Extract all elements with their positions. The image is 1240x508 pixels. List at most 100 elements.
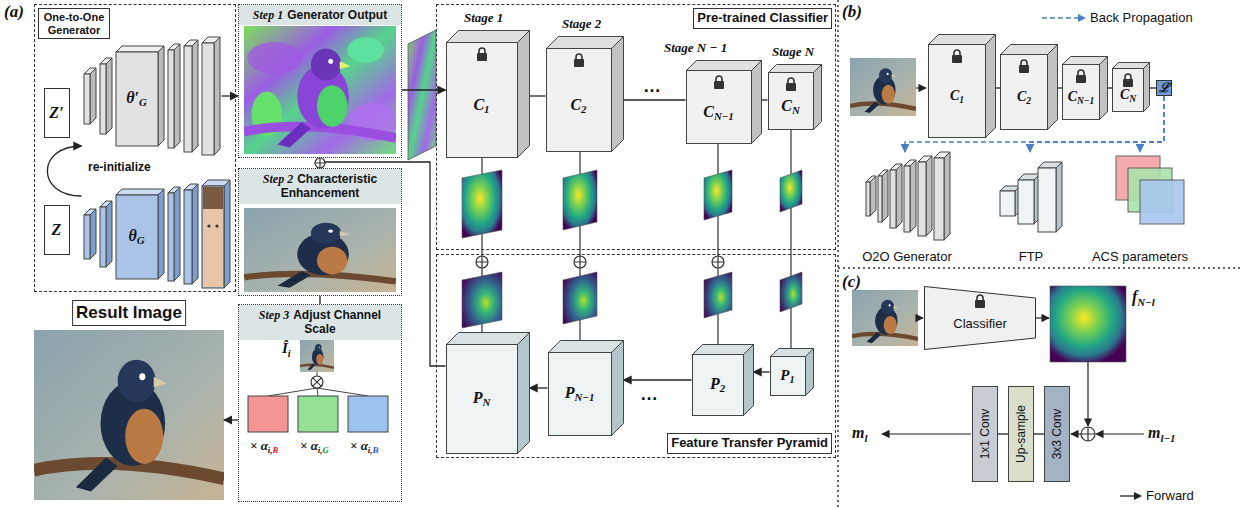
text-group: FTP <box>998 249 1064 264</box>
node-text: N <box>792 104 800 116</box>
connector <box>224 419 238 420</box>
node-text: Z′ <box>49 104 63 121</box>
node-shape <box>1062 56 1108 120</box>
node-text: ℒ <box>1159 80 1170 95</box>
node-text: P <box>780 366 789 382</box>
node-shape <box>770 348 814 396</box>
label: (a) <box>4 2 24 21</box>
node-text: Pre-trained Classifier <box>697 10 828 25</box>
channel-scale <box>248 372 388 432</box>
result-panel: Result Image <box>34 298 224 502</box>
generator-stack: θ′G <box>82 36 222 156</box>
label-group: fN−l <box>1132 288 1155 308</box>
node-shape <box>1000 44 1058 130</box>
step-box: Step 2Characteristic Enhancement <box>238 168 402 296</box>
label-group: … <box>643 76 661 97</box>
node-shape <box>692 344 754 416</box>
node-text: P <box>473 389 483 406</box>
text-group: ℒ <box>1157 81 1171 95</box>
label: i, <box>368 445 373 455</box>
text-group: Result Image <box>72 300 186 326</box>
text-group: Z <box>45 221 69 239</box>
connector <box>402 89 446 90</box>
node-text: C <box>703 103 714 120</box>
classifier-stage: CN−1 <box>686 60 762 144</box>
text-group: C2 <box>1000 89 1048 106</box>
label: (c) <box>842 272 861 291</box>
label: Stage N <box>772 44 814 59</box>
label: Î <box>282 340 288 356</box>
label: (b) <box>842 2 862 21</box>
label: i, <box>318 445 323 455</box>
label: Stage 2 <box>562 16 601 31</box>
text-group: CN <box>768 97 814 117</box>
connector <box>1034 433 1044 434</box>
connector <box>319 296 320 304</box>
text-group: One-to-One Generator <box>38 8 110 39</box>
node-text: θ <box>128 227 136 244</box>
label: B <box>373 445 379 455</box>
pyramid-block: PN <box>446 332 530 454</box>
node-text: FTP <box>1019 249 1044 264</box>
label-group: Stage N − 1 <box>664 40 727 56</box>
label: R <box>273 445 279 455</box>
node-text: Result Image <box>76 303 182 322</box>
node-shape <box>546 36 624 152</box>
text-group: C1 <box>446 96 518 116</box>
node-text: C <box>1120 87 1129 102</box>
label-group: (c) <box>842 272 861 292</box>
connector <box>754 371 770 372</box>
product-symbol <box>311 376 323 388</box>
node-shape <box>852 152 962 264</box>
label: × α <box>350 438 368 453</box>
label-group: ml <box>852 424 867 444</box>
connector <box>624 379 692 380</box>
text-group: O2O Generator <box>852 249 962 264</box>
label-group: Stage 1 <box>464 10 503 26</box>
node-text: 1 <box>959 96 964 106</box>
node-text: G <box>137 234 145 246</box>
label-group: × αi,G <box>300 438 329 455</box>
text-group: CN <box>1112 87 1144 104</box>
node-text: 1x1 Conv <box>978 409 992 460</box>
upsample-block: Up-sample <box>1008 386 1034 482</box>
node-text: Generator Output <box>287 8 387 22</box>
label-group: × αi,R <box>250 438 278 455</box>
pyramid-icon: FTP <box>998 152 1064 264</box>
node-shape <box>82 36 222 156</box>
edge-label: re-initialize <box>86 160 153 174</box>
step-box: Step 1 Generator Output <box>238 4 402 158</box>
node-shape <box>446 30 530 158</box>
label: i, <box>268 445 273 455</box>
legend-text: Back Propagation <box>1090 10 1193 25</box>
node-shape <box>768 64 822 130</box>
node-text: C <box>781 97 792 114</box>
node-text: 3x3 Conv <box>1050 409 1064 460</box>
text-group: 3x3 Conv <box>1050 409 1064 460</box>
node-text: N <box>482 396 490 408</box>
label-group: ml−1 <box>1148 424 1176 444</box>
node-text: C <box>570 96 581 113</box>
connector <box>762 99 768 100</box>
node-shape <box>686 60 762 144</box>
label-group: … <box>640 384 658 405</box>
node-text: ACS parameters <box>1092 249 1188 264</box>
node-text: C <box>1017 89 1026 104</box>
label: f <box>1132 288 1137 305</box>
node-text: C <box>950 88 959 103</box>
label: m <box>1148 424 1160 441</box>
legend-text: Forward <box>1146 488 1194 503</box>
node-text: Step 1 <box>253 8 283 22</box>
feature-maps <box>462 170 1126 362</box>
classifier-stage: C2 <box>1000 44 1058 130</box>
connector <box>1108 87 1112 88</box>
text-group: Classifier <box>924 316 1036 331</box>
node-text: 1 <box>790 374 795 385</box>
pyramid-block: P1 <box>770 348 814 396</box>
text-group: Up-sample <box>1014 405 1028 463</box>
feature-flow-lines <box>482 130 791 348</box>
label-group: × αi,B <box>350 438 378 455</box>
label: l−1 <box>1160 432 1175 444</box>
text-group: CN−1 <box>686 103 752 123</box>
